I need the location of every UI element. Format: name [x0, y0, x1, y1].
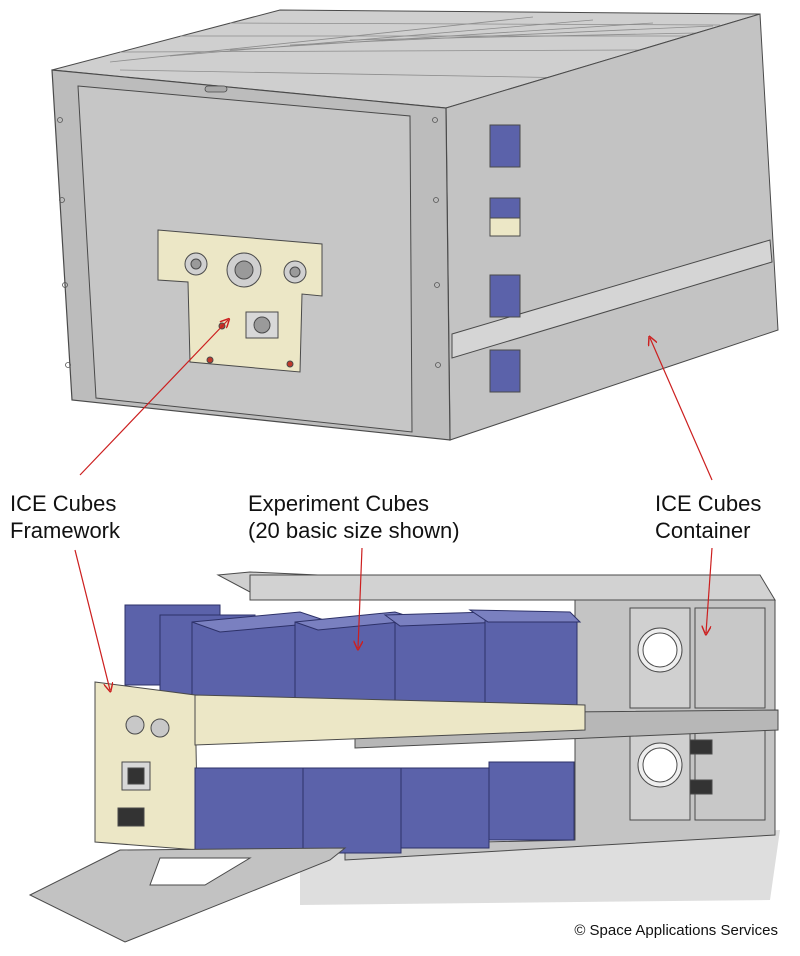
label-framework-line-2: Framework: [10, 518, 121, 543]
label-experiment-line-1: Experiment Cubes: [248, 491, 429, 516]
framework-controls: [117, 715, 170, 827]
arrow-container-bottom: [706, 547, 713, 633]
open-container-top-grid: [249, 574, 776, 601]
container-top-grid: [109, 16, 746, 79]
arrow-experiment: [358, 547, 362, 648]
arrow-framework-top: [79, 320, 228, 476]
leader-arrows: [74, 320, 713, 690]
container-side-windows: [489, 124, 521, 393]
open-container-back-panels: [629, 607, 766, 821]
container-closed-view: [51, 9, 779, 441]
copyright-credit: © Space Applications Services: [574, 922, 778, 939]
container-open-view: [28, 571, 780, 943]
label-ice-cubes-container: ICE Cubes Container: [655, 490, 761, 544]
label-ice-cubes-framework: ICE Cubes Framework: [10, 490, 120, 544]
container-handle: [204, 85, 228, 93]
label-container-line-1: ICE Cubes: [655, 491, 762, 516]
framework-open-side: [194, 694, 586, 746]
door-flap-cutout: [149, 857, 252, 886]
container-flange-holes: [57, 117, 441, 368]
label-framework-line-1: ICE Cubes: [10, 491, 117, 516]
experiment-cubes-bottom-row: [194, 761, 575, 859]
panel-connectors: [184, 252, 307, 368]
label-container-line-2: Container: [655, 518, 751, 543]
label-experiment-cubes: Experiment Cubes (20 basic size shown): [248, 490, 460, 544]
label-experiment-line-2: (20 basic size shown): [248, 518, 460, 543]
arrow-framework-bottom: [74, 549, 110, 690]
container-side-rail: [451, 239, 773, 359]
arrow-container-top: [650, 338, 713, 481]
open-door-flap: [28, 847, 347, 943]
